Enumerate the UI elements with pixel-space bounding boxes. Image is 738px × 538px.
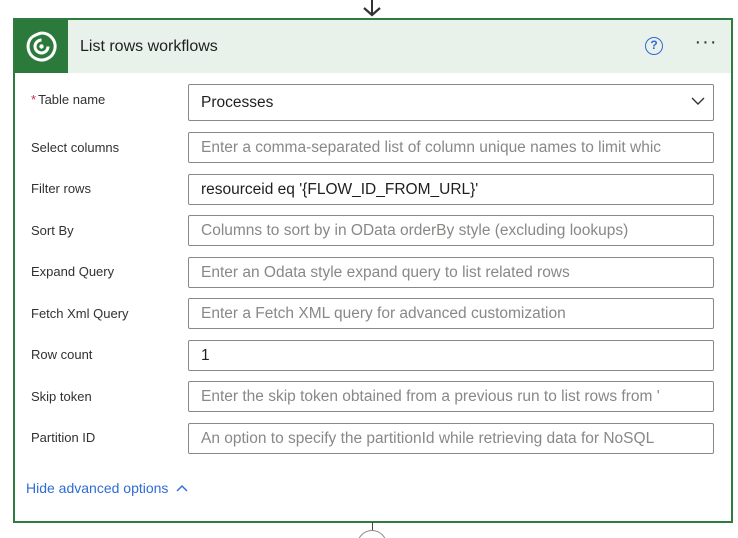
skip-token-input[interactable]: Enter the skip token obtained from a pre… <box>188 381 714 412</box>
chevron-down-icon <box>691 97 705 105</box>
card-header[interactable]: List rows workflows ? ··· <box>15 20 731 73</box>
partition-id-label: Partition ID <box>31 430 96 445</box>
hide-advanced-options-link[interactable]: Hide advanced options <box>26 480 188 496</box>
filter-rows-label: Filter rows <box>31 181 91 196</box>
connector-line <box>372 522 373 532</box>
partition-id-input[interactable]: An option to specify the partitionId whi… <box>188 423 714 454</box>
card-title[interactable]: List rows workflows <box>80 38 218 55</box>
fetch-xml-label: Fetch Xml Query <box>31 306 129 321</box>
hide-advanced-options-label: Hide advanced options <box>26 480 169 496</box>
row-count-label: Row count <box>31 347 93 362</box>
filter-rows-input[interactable]: resourceid eq '{FLOW_ID_FROM_URL}' <box>188 174 714 205</box>
table-name-label: *Table name <box>31 92 105 107</box>
required-marker: * <box>31 92 37 107</box>
sort-by-label: Sort By <box>31 223 74 238</box>
row-count-input[interactable]: 1 <box>188 340 714 371</box>
sort-by-input[interactable]: Columns to sort by in OData orderBy styl… <box>188 215 714 246</box>
dataverse-logo <box>15 20 68 73</box>
arrow-down-icon <box>363 0 381 17</box>
fetch-xml-input[interactable]: Enter a Fetch XML query for advanced cus… <box>188 298 714 329</box>
table-name-value: Processes <box>201 94 274 111</box>
question-circle-icon[interactable]: ? <box>645 37 663 55</box>
table-name-select[interactable]: Processes <box>188 84 714 121</box>
more-ellipsis-icon[interactable]: ··· <box>694 31 718 53</box>
select-columns-input[interactable]: Enter a comma-separated list of column u… <box>188 132 714 163</box>
table-name-label-text: Table name <box>38 92 106 107</box>
expand-query-input[interactable]: Enter an Odata style expand query to lis… <box>188 257 714 288</box>
expand-query-label: Expand Query <box>31 264 115 279</box>
dataverse-icon <box>26 31 57 62</box>
list-rows-action-card: List rows workflows ? ··· *Table name Pr… <box>13 18 733 523</box>
select-columns-label: Select columns <box>31 140 120 155</box>
chevron-up-icon <box>176 485 188 492</box>
skip-token-label: Skip token <box>31 389 92 404</box>
add-step-button[interactable] <box>357 530 387 538</box>
